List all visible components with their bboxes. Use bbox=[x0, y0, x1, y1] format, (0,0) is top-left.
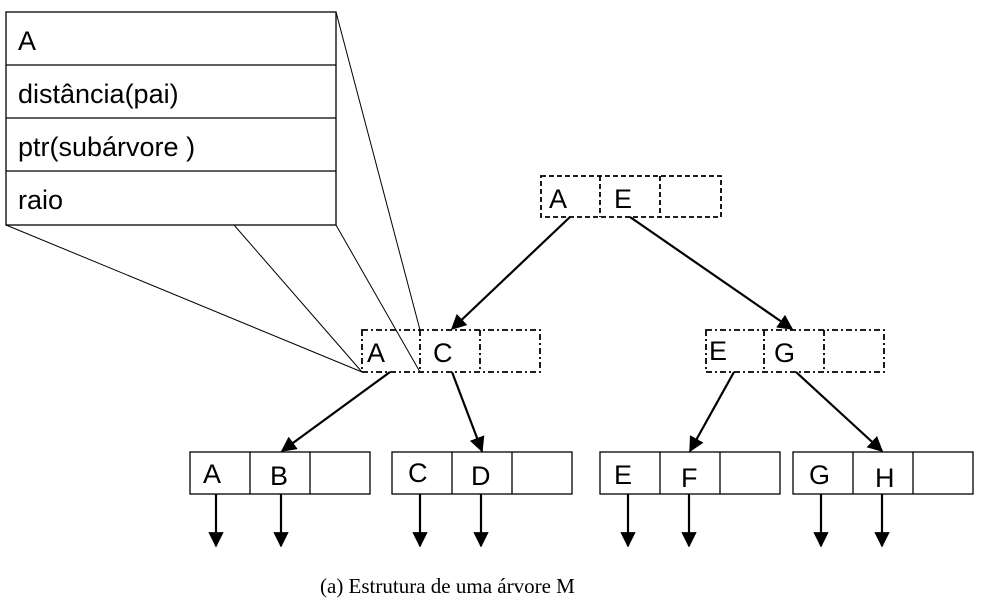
level1-node-right: E G bbox=[705, 329, 885, 373]
leaf-pointers bbox=[208, 494, 890, 548]
level1-left-entry-a: A bbox=[367, 338, 385, 368]
edge-left-a-to-leaf1 bbox=[280, 371, 391, 452]
leaf3-entry-f: F bbox=[681, 463, 698, 493]
leaf2-entry-d: D bbox=[471, 461, 491, 491]
root-entry-e: E bbox=[614, 184, 632, 214]
tree-edges bbox=[280, 216, 884, 453]
leaf-node-4: G H bbox=[792, 451, 974, 495]
level1-right-entry-g: G bbox=[774, 338, 795, 368]
leaf3-entry-e: E bbox=[614, 460, 632, 490]
level1-right-entry-e: E bbox=[709, 336, 727, 366]
edge-left-c-to-leaf2 bbox=[450, 371, 485, 453]
root-entry-a: A bbox=[549, 184, 567, 214]
leaf1-entry-b: B bbox=[270, 461, 288, 491]
leaf-node-2: C D bbox=[391, 451, 573, 495]
detail-row-subtree-pointer: ptr(subárvore ) bbox=[18, 132, 195, 162]
edge-right-g-to-leaf4 bbox=[795, 371, 884, 453]
figure-caption: (a) Estrutura de uma árvore M bbox=[320, 574, 575, 598]
leaf4-entry-h: H bbox=[875, 463, 895, 493]
level1-node-left: A C bbox=[361, 329, 541, 373]
leaf4-entry-g: G bbox=[809, 460, 830, 490]
edge-right-e-to-leaf3 bbox=[689, 371, 735, 453]
edge-root-e-to-right bbox=[629, 216, 794, 330]
entry-detail-box: A distância(pai) ptr(subárvore ) raio bbox=[5, 11, 337, 226]
detail-projection-lines bbox=[5, 11, 421, 373]
leaf1-entry-a: A bbox=[203, 459, 221, 489]
leaf-node-3: E F bbox=[599, 451, 781, 495]
detail-row-object: A bbox=[18, 26, 36, 56]
root-node: A E bbox=[540, 175, 722, 218]
level1-left-entry-c: C bbox=[433, 338, 453, 368]
leaf-node-1: A B bbox=[189, 451, 371, 495]
leaf2-entry-c: C bbox=[408, 458, 428, 488]
detail-row-parent-distance: distância(pai) bbox=[18, 79, 179, 109]
detail-row-radius: raio bbox=[18, 185, 63, 215]
edge-root-a-to-left bbox=[450, 216, 571, 331]
